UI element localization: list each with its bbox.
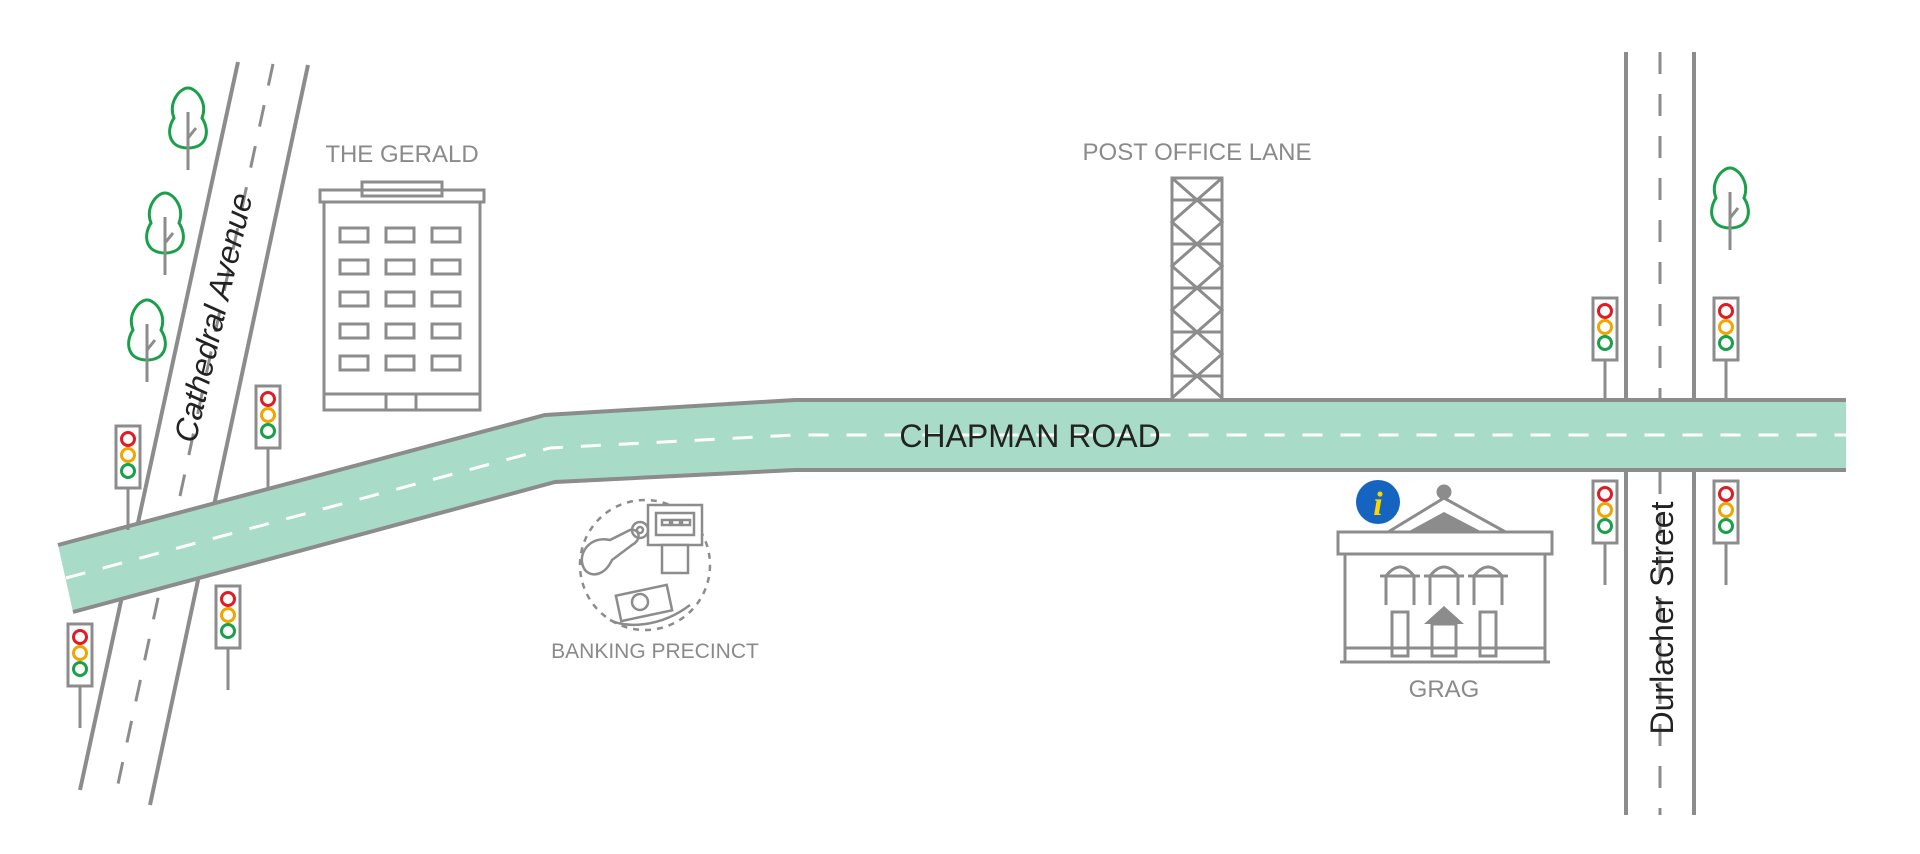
traffic-light-icon <box>254 384 282 492</box>
traffic-light-icon <box>1591 296 1619 404</box>
tree-icon <box>127 298 167 384</box>
label-grag: GRAG <box>1409 676 1480 703</box>
traffic-light-icon <box>66 622 94 730</box>
svg-text:i: i <box>1373 486 1383 523</box>
gallery-icon <box>1336 484 1554 664</box>
traffic-light-icon <box>1712 479 1740 587</box>
label-banking-precinct: BANKING PRECINCT <box>551 640 759 663</box>
label-the-gerald: THE GERALD <box>325 141 478 168</box>
the-gerald-building-icon <box>318 180 486 412</box>
post-office-lane-tower-icon <box>1169 176 1225 402</box>
traffic-light-icon <box>1712 296 1740 404</box>
label-durlacher-street: Durlacher Street <box>1644 501 1680 734</box>
tree-icon <box>168 86 208 172</box>
label-chapman-road: CHAPMAN ROAD <box>899 418 1160 454</box>
tree-icon <box>1710 166 1750 252</box>
traffic-light-icon <box>214 584 242 692</box>
banking-icon <box>578 498 712 632</box>
label-post-office-lane: POST OFFICE LANE <box>1083 139 1312 166</box>
traffic-light-icon <box>114 424 142 532</box>
tree-icon <box>145 191 185 277</box>
traffic-light-icon <box>1591 479 1619 587</box>
chapman-road <box>57 398 1846 614</box>
cathedral-avenue <box>78 61 310 806</box>
info-icon: i <box>1356 480 1400 524</box>
